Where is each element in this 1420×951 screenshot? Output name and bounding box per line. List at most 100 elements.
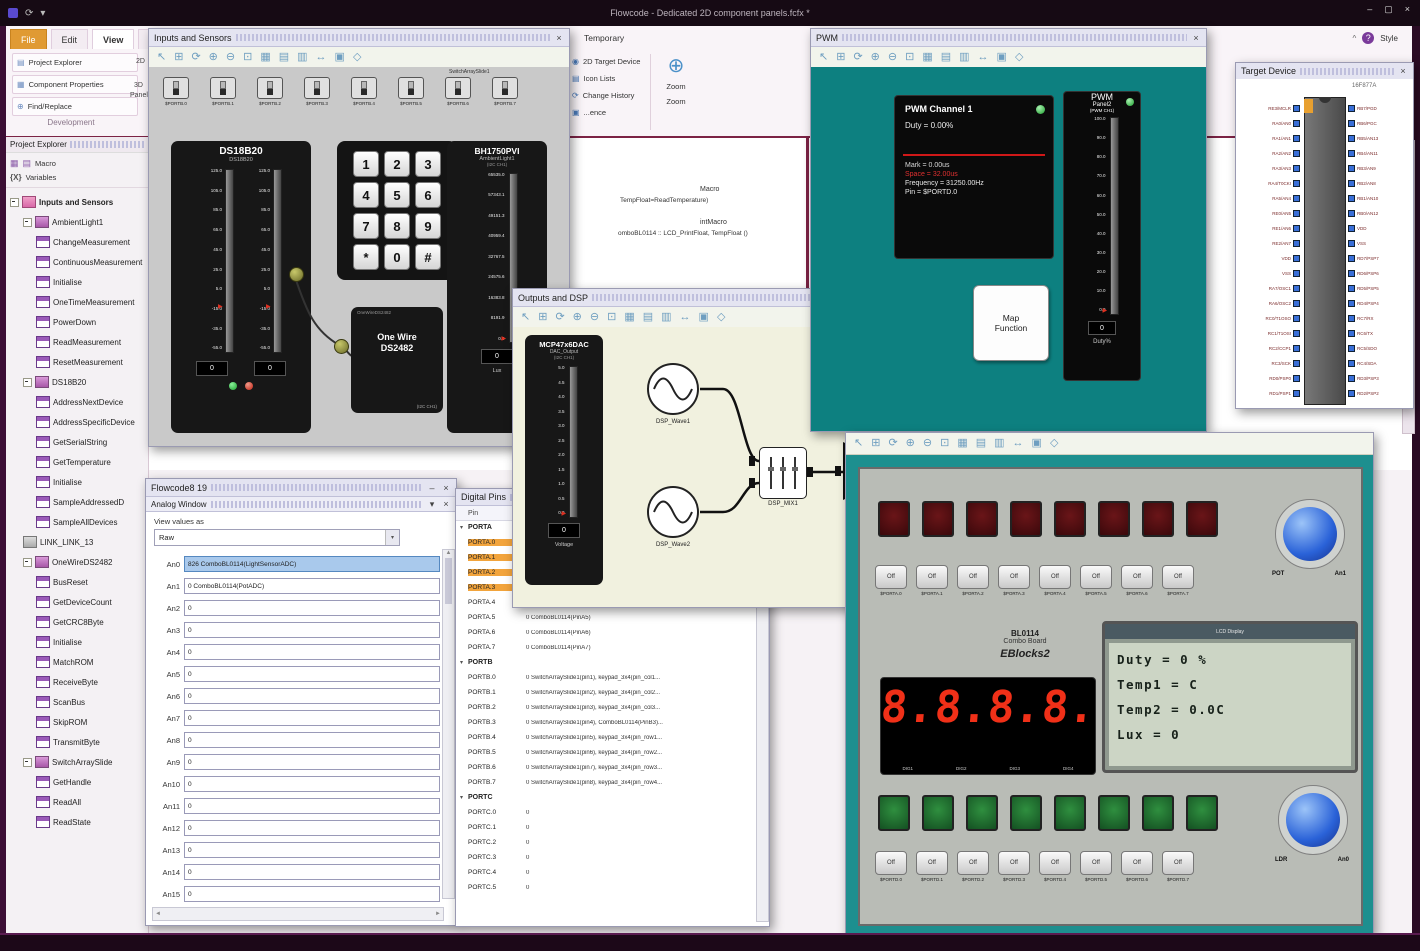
digital-pin-row[interactable]: ▾ PORTB	[456, 655, 756, 670]
port-push-button[interactable]: Off	[998, 565, 1030, 589]
tree-item[interactable]: DS18B20	[8, 372, 146, 392]
cursor-icon[interactable]: ↖	[819, 51, 829, 63]
measure-icon[interactable]: ↔	[1012, 437, 1024, 449]
slide-switch-body[interactable]	[492, 77, 518, 99]
ldr-knob[interactable]	[1278, 785, 1348, 855]
digital-pin-row[interactable]: PORTA.7 0 ComboBL0114(PinA7)	[456, 640, 756, 655]
slide-switch-body[interactable]	[445, 77, 471, 99]
rotate-icon[interactable]: ⟳	[853, 51, 863, 63]
tree-item[interactable]: ResetMeasurement	[8, 352, 146, 372]
zoom-in-icon[interactable]: ⊕	[870, 51, 880, 63]
close-icon[interactable]: ×	[443, 482, 449, 493]
digital-pin-row[interactable]: PORTA.2	[456, 565, 756, 580]
tree-item[interactable]: GetDeviceCount	[8, 592, 146, 612]
tree-item[interactable]: SampleAddressedD	[8, 492, 146, 512]
tree-item[interactable]: AddressSpecificDevice	[8, 412, 146, 432]
expand-toggle-icon[interactable]	[23, 557, 32, 567]
analog-value-field[interactable]: 0	[184, 666, 440, 682]
chevron-down-icon[interactable]: ▾	[385, 530, 399, 545]
tree-item[interactable]: Initialise	[8, 472, 146, 492]
tree-item[interactable]: BusReset	[8, 572, 146, 592]
slide-switch-knob[interactable]	[455, 81, 461, 89]
style-menu[interactable]: Style	[1380, 33, 1398, 43]
keypad-key[interactable]: #	[415, 244, 441, 270]
map-function-button[interactable]: Map Function	[973, 285, 1049, 361]
port-push-button[interactable]: Off	[1039, 565, 1071, 589]
zoom-in-icon[interactable]: ⊕	[208, 51, 218, 63]
pwm-channel-panel[interactable]: PWM Channel 1 Duty = 0.00% Mark = 0.00us…	[894, 95, 1054, 259]
tree-item[interactable]: PowerDown	[8, 312, 146, 332]
analog-value-field[interactable]: 0 ComboBL0114(PotADC)	[184, 578, 440, 594]
ribbon-button[interactable]: ▤ Project Explorer	[12, 53, 138, 72]
digital-pin-row[interactable]: PORTC.5 0	[456, 880, 756, 895]
pan-icon[interactable]: ⊞	[174, 51, 184, 63]
cursor-icon[interactable]: ↖	[157, 51, 167, 63]
digital-pin-row[interactable]: PORTC.1 0	[456, 820, 756, 835]
zoom-icon[interactable]: ⊕	[667, 55, 685, 77]
digital-pin-row[interactable]: PORTA.6 0 ComboBL0114(PinA6)	[456, 625, 756, 640]
digital-pin-row[interactable]: PORTA.5 0 ComboBL0114(PinA5)	[456, 610, 756, 625]
slide-switch-body[interactable]	[210, 77, 236, 99]
analog-value-field[interactable]: 0	[184, 754, 440, 770]
analog-value-field[interactable]: 0	[184, 732, 440, 748]
slide-switch-body[interactable]	[351, 77, 377, 99]
ribbon-option[interactable]: ▣ ...ence	[572, 105, 640, 119]
pot-knob-dial[interactable]	[1283, 507, 1337, 561]
caret-icon[interactable]: ▾	[40, 7, 46, 19]
pan-icon[interactable]: ⊞	[836, 51, 846, 63]
tree-item[interactable]: SkipROM	[8, 712, 146, 732]
keypad-key[interactable]: 3	[415, 151, 441, 177]
digital-pin-row[interactable]: ▾ PORTA	[456, 520, 756, 535]
digital-pin-row[interactable]: PORTC.3 0	[456, 850, 756, 865]
measure-icon[interactable]: ↔	[679, 311, 691, 323]
port-push-button[interactable]: Off	[1080, 565, 1112, 589]
zoom-in-icon[interactable]: ⊕	[905, 437, 915, 449]
dsp-mixer-component[interactable]	[759, 447, 807, 499]
cursor-icon[interactable]: ↖	[854, 437, 864, 449]
port-push-button[interactable]: Off	[1121, 565, 1153, 589]
analog-value-field[interactable]: 0	[184, 644, 440, 660]
ldr-knob-dial[interactable]	[1286, 793, 1340, 847]
digital-pin-row[interactable]: PORTC.0 0	[456, 805, 756, 820]
macro-icon[interactable]: ▤	[22, 157, 32, 168]
properties-icon[interactable]: ◇	[1049, 437, 1059, 449]
scroll-thumb[interactable]	[445, 558, 452, 604]
ribbon-tab[interactable]: File	[10, 29, 47, 49]
keypad-key[interactable]: 6	[415, 182, 441, 208]
analog-vertical-scrollbar[interactable]: ▲	[442, 549, 455, 899]
minimize-button[interactable]: –	[1367, 4, 1373, 14]
rotate-icon[interactable]: ⟳	[888, 437, 898, 449]
expand-toggle-icon[interactable]	[23, 757, 32, 767]
digital-pin-row[interactable]: PORTC.4 0	[456, 865, 756, 880]
expand-arrow-icon[interactable]: ▾	[460, 660, 464, 666]
variables-toolbar-label[interactable]: Variables	[25, 172, 57, 182]
panel-3d-button[interactable]: 3D	[134, 82, 143, 89]
analog-value-field[interactable]: 0	[184, 776, 440, 792]
digital-pin-row[interactable]: PORTB.7 0 SwitchArraySlide1(pin8), keypa…	[456, 775, 756, 790]
slide-switch-knob[interactable]	[502, 81, 508, 89]
snapshot-icon[interactable]: ▣	[334, 51, 345, 63]
zoom-out-icon[interactable]: ⊖	[922, 437, 933, 449]
macro-toolbar-label[interactable]: Macro	[35, 158, 56, 168]
properties-icon[interactable]: ◇	[352, 51, 362, 63]
snapshot-icon[interactable]: ▣	[698, 311, 709, 323]
port-push-button[interactable]: Off	[957, 851, 989, 875]
tree-item[interactable]: GetTemperature	[8, 452, 146, 472]
scroll-right-icon[interactable]: ►	[435, 911, 441, 917]
slide-switch[interactable]: $PORTB.7	[490, 77, 520, 106]
analog-value-field[interactable]: 0	[184, 864, 440, 880]
keypad-key[interactable]: 7	[353, 213, 379, 239]
slide-switch-knob[interactable]	[220, 81, 226, 89]
tree-item[interactable]: OneWireDS2482	[8, 552, 146, 572]
grid-icon[interactable]: ▦	[624, 311, 635, 323]
expand-toggle-icon[interactable]	[23, 377, 32, 387]
ribbon-button[interactable]: ⊕ Find/Replace	[12, 97, 138, 116]
tree-item[interactable]: GetSerialString	[8, 432, 146, 452]
digital-pin-row[interactable]: PORTB.3 0 SwitchArraySlide1(pin4), Combo…	[456, 715, 756, 730]
analog-value-field[interactable]: 0	[184, 842, 440, 858]
keypad-key[interactable]: 1	[353, 151, 379, 177]
zoom-out-icon[interactable]: ⊖	[887, 51, 898, 63]
align-icon[interactable]: ▥	[959, 51, 970, 63]
